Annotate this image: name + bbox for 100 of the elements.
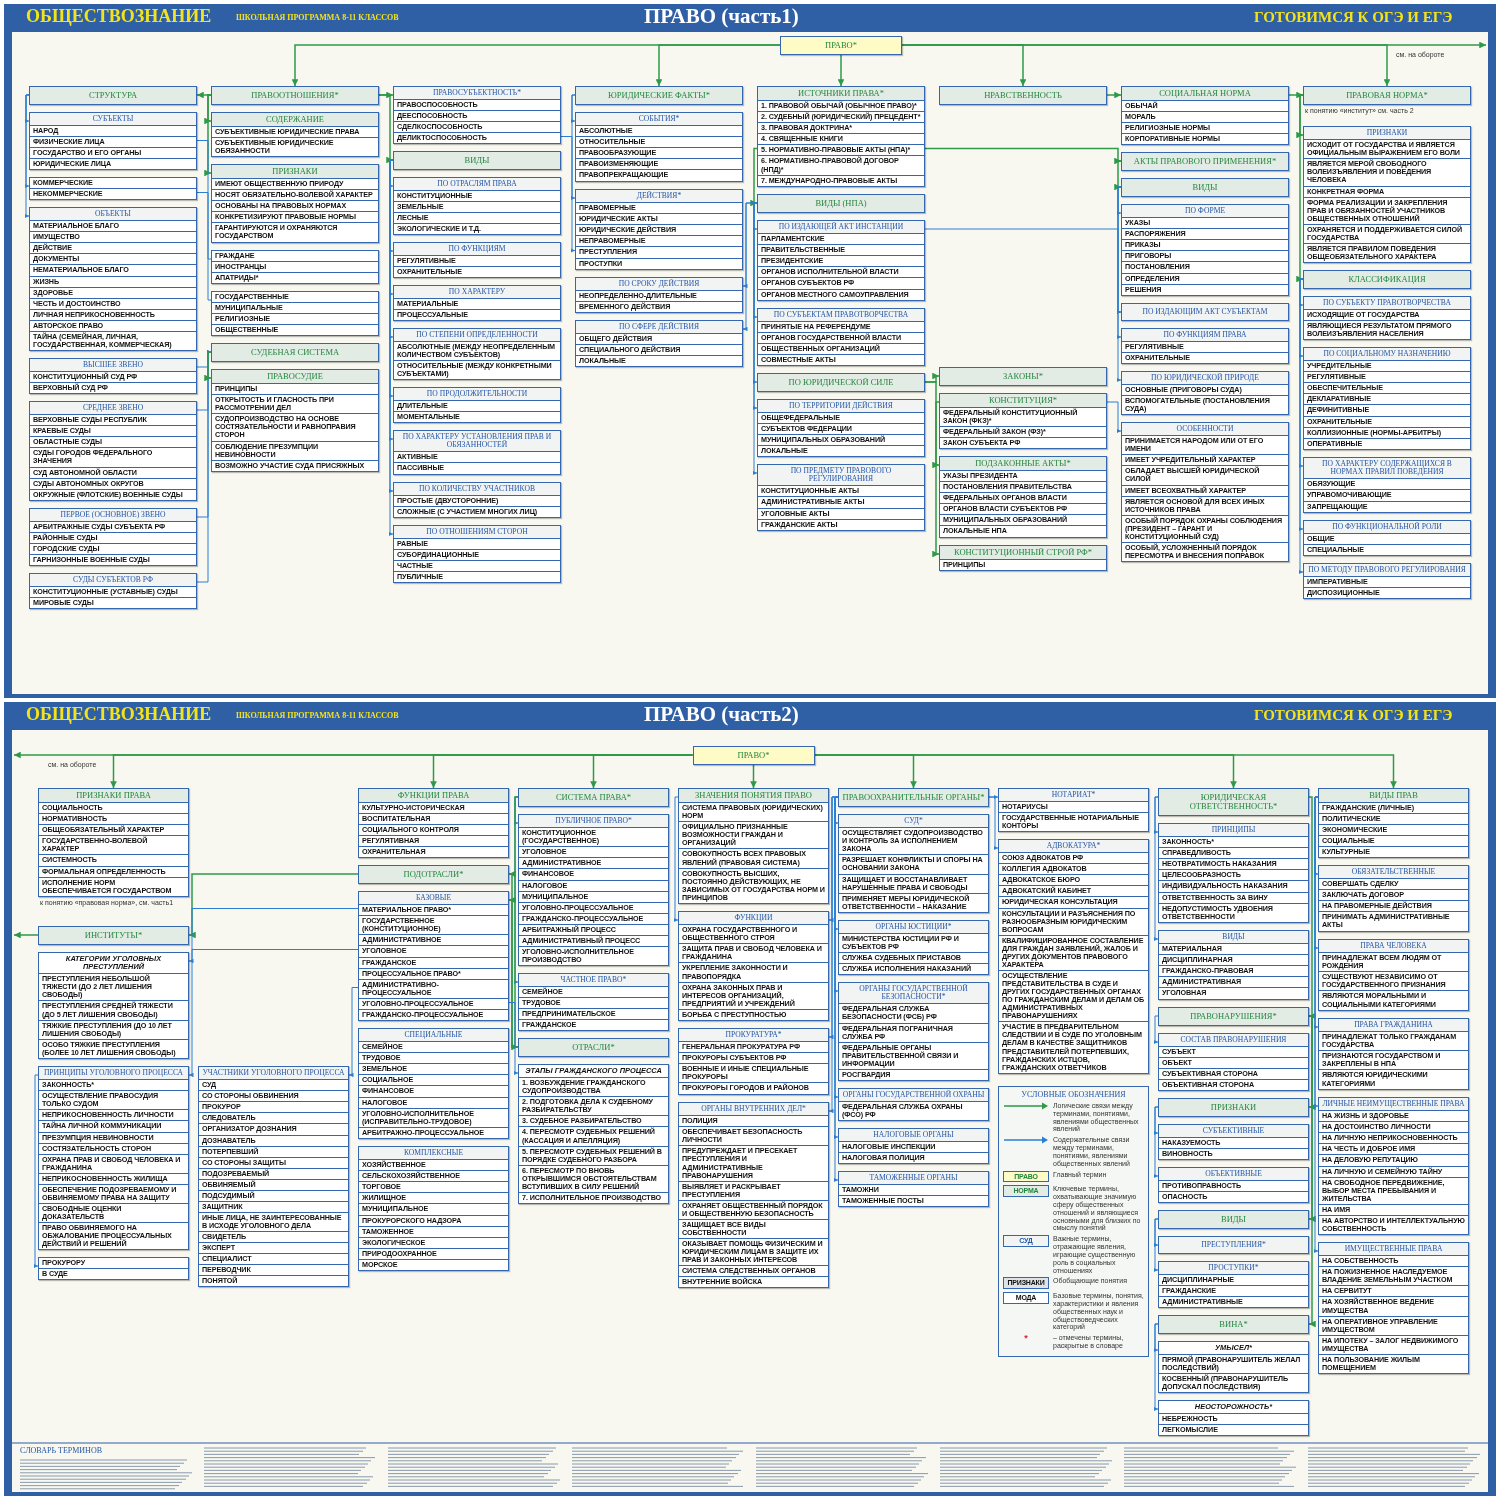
category-box xyxy=(939,456,1107,538)
category-box xyxy=(678,1028,829,1095)
connector-arrow xyxy=(188,873,359,939)
box-heading: ПРАВОВАЯ НОРМА* xyxy=(1304,87,1470,105)
box-heading: ПОДОТРАСЛИ* xyxy=(359,866,508,884)
connector-arrow xyxy=(196,349,212,583)
category-box xyxy=(939,545,1107,572)
category-box xyxy=(29,573,197,610)
category-box xyxy=(211,164,379,243)
connector-arrow xyxy=(924,147,1122,165)
category-box xyxy=(1303,126,1471,263)
connector-arrow xyxy=(348,987,359,1078)
category-box xyxy=(393,86,561,145)
connector-arrow xyxy=(188,949,359,964)
box-heading: ПРИЗНАКИ xyxy=(1159,1099,1308,1117)
category-box xyxy=(575,189,743,270)
connector-arrow xyxy=(570,94,576,201)
category-box xyxy=(29,508,197,567)
category-box xyxy=(358,1028,509,1139)
box-heading: ПРИЗНАКИ xyxy=(212,165,378,179)
category-box xyxy=(939,393,1107,450)
category-box xyxy=(29,112,197,171)
connector-arrow xyxy=(655,44,781,87)
connector-arrow xyxy=(1114,160,1122,191)
connector-arrow xyxy=(752,202,758,476)
category-box xyxy=(38,1257,189,1281)
category-box xyxy=(1121,422,1289,562)
connector-arrow xyxy=(33,1074,39,1269)
box-heading: ПРИЗНАКИ ПРАВА xyxy=(39,789,188,803)
box-heading: ПРАВООТНОШЕНИЯ* xyxy=(212,87,378,105)
connector-arrow xyxy=(24,94,30,219)
box-heading: ЮРИДИЧЕСКИЕ ФАКТЫ* xyxy=(576,87,742,105)
category-box xyxy=(998,839,1149,1074)
category-box xyxy=(358,1146,509,1271)
box-heading: ВИДЫ ПРАВ xyxy=(1319,789,1468,803)
connector-arrow xyxy=(1153,1015,1159,1045)
poster-title: ОБЩЕСТВОЗНАНИЕ xyxy=(26,705,212,725)
category-box xyxy=(1158,823,1309,923)
category-box xyxy=(998,788,1149,833)
category-box xyxy=(678,1102,829,1289)
glossary-heading: СЛОВАРЬ ТЕРМИНОВ xyxy=(20,1447,102,1456)
box-heading: ЗАКОНЫ* xyxy=(940,368,1106,386)
box-heading: ЗНАЧЕНИЯ ПОНЯТИЯ ПРАВО xyxy=(679,789,828,803)
box-heading: СОДЕРЖАНИЕ xyxy=(212,113,378,127)
category-box xyxy=(393,482,561,519)
category-box xyxy=(393,242,561,279)
category-box xyxy=(757,220,925,301)
category-box xyxy=(1318,1097,1469,1235)
category-box xyxy=(1121,204,1289,296)
connector-arrow xyxy=(1153,1323,1159,1412)
category-box xyxy=(757,308,925,367)
category-box xyxy=(1303,347,1471,450)
connector-arrow xyxy=(750,147,758,207)
box-heading: ПРАВООХРАНИТЕЛЬНЫЕ ОРГАНЫ* xyxy=(839,789,988,807)
category-box xyxy=(518,973,669,1032)
category-box xyxy=(838,1171,989,1208)
box-heading: НРАВСТВЕННОСТЬ xyxy=(940,87,1106,105)
connector-arrow xyxy=(1153,1218,1159,1273)
connector-arrow xyxy=(750,764,757,789)
box-heading: ПО ЮРИДИЧЕСКОЙ СИЛЕ xyxy=(758,374,924,392)
category-box xyxy=(393,285,561,322)
box-heading: ВИНА* xyxy=(1159,1316,1308,1334)
connector-arrow xyxy=(673,796,679,923)
connector-arrow xyxy=(511,796,519,1051)
box-heading: СИСТЕМА ПРАВА* xyxy=(519,789,668,807)
category-box xyxy=(211,369,379,472)
poster-slogan: ГОТОВИМСЯ К ОГЭ И ЕГЭ xyxy=(1254,707,1453,724)
connector-line xyxy=(196,192,212,301)
category-box xyxy=(211,291,379,337)
box-heading: ПРАВОСУДИЕ xyxy=(212,370,378,384)
category-box xyxy=(38,952,189,1059)
category-box xyxy=(29,177,197,201)
box-heading: КОНСТИТУЦИЯ* xyxy=(940,394,1106,408)
connector-arrow xyxy=(188,908,359,1078)
poster-subtitle: ШКОЛЬНАЯ ПРОГРАММА 8-11 КЛАССОВ xyxy=(236,14,399,23)
box-heading: ФУНКЦИИ ПРАВА xyxy=(359,789,508,803)
category-box xyxy=(1318,1018,1469,1090)
poster-title: ПРАВО (часть1) xyxy=(644,5,799,29)
connector-arrow xyxy=(560,136,576,253)
category-box xyxy=(575,277,743,314)
category-box xyxy=(1158,930,1309,1000)
category-box xyxy=(211,250,379,285)
category-box xyxy=(757,464,925,531)
poster-title: ПРАВО (часть2) xyxy=(644,703,799,727)
category-box xyxy=(38,1066,189,1251)
box-heading: ВИДЫ (НПА) xyxy=(758,195,924,213)
category-box xyxy=(358,891,509,1021)
box-heading: АКТЫ ПРАВОВОГО ПРИМЕНЕНИЯ* xyxy=(1122,153,1288,171)
category-box xyxy=(1318,865,1469,932)
category-box xyxy=(1303,563,1471,600)
connector-arrow xyxy=(196,91,212,99)
legend-sample: * xyxy=(1023,1334,1029,1345)
category-box xyxy=(29,207,197,351)
category-box xyxy=(518,1064,669,1204)
category-box xyxy=(838,982,989,1081)
box-heading: СУДЕБНАЯ СИСТЕМА xyxy=(212,344,378,362)
box-heading: ВИДЫ xyxy=(1159,1211,1308,1229)
category-box xyxy=(838,814,989,913)
legend-title: УСЛОВНЫЕ ОБОЗНАЧЕНИЯ xyxy=(1020,1090,1127,1099)
box-heading: ПРАВО* xyxy=(781,37,901,55)
